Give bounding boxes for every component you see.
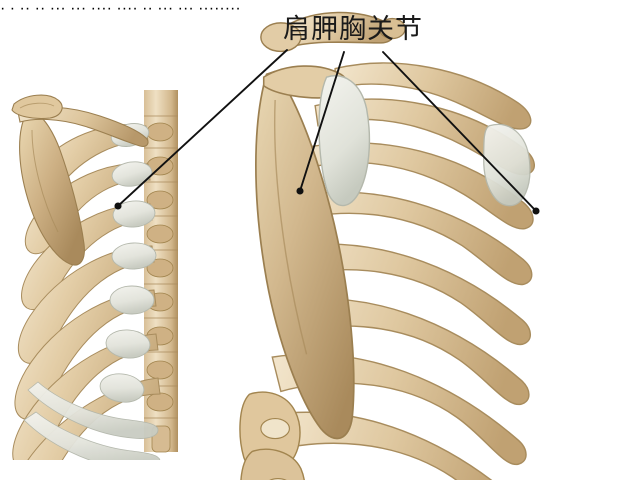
left-acromion [11,94,63,120]
figure-left-posterolateral [8,90,190,460]
middle-vertebral-column [239,391,305,480]
middle-clavicle [260,11,406,53]
left-lower-cartilage [23,381,161,460]
page-title: 肩胛胸关节 [283,14,423,45]
figure-left-graphic [11,90,178,460]
figure-middle-graphic [239,11,535,480]
figure-middle-superior-oblique [238,0,538,480]
middle-scapulothoracic-cartilage [318,75,371,207]
watermark-text: · · ·· ·· ··· ··· ···· ···· ·· ··· ··· ·… [0,0,241,17]
left-scapula [19,109,85,266]
left-vertebral-column [144,90,178,453]
